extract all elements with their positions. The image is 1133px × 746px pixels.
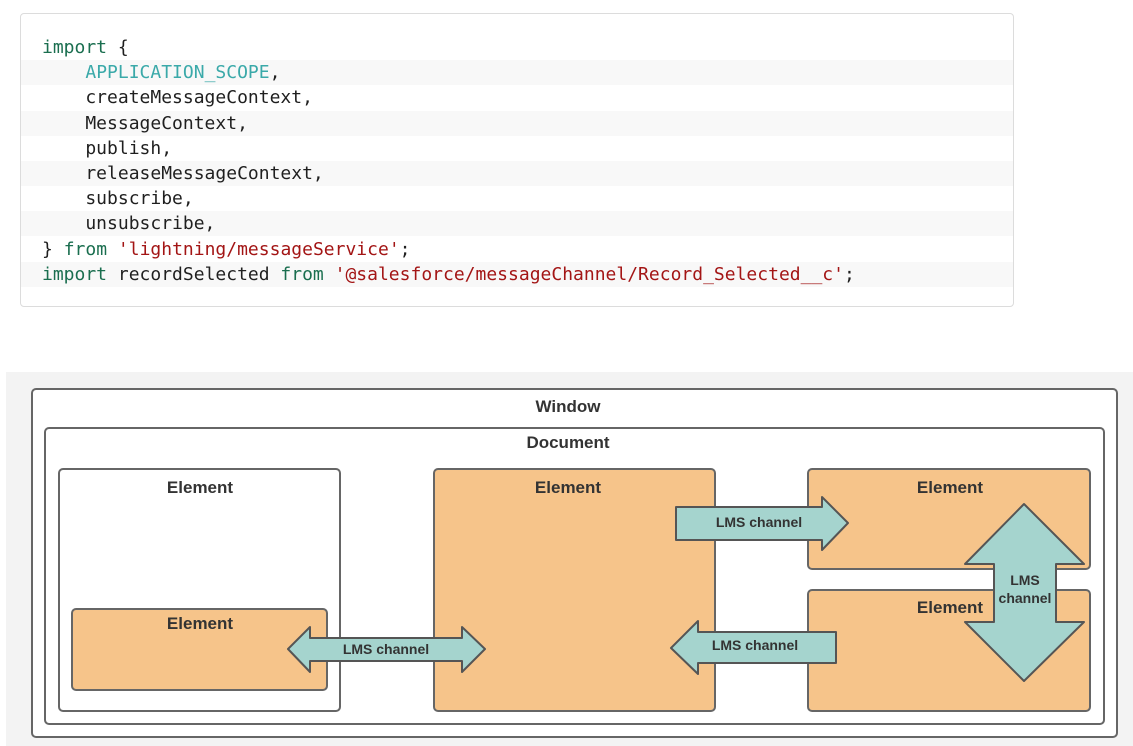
code-token: import bbox=[42, 37, 108, 58]
code-token: createMessageContext, bbox=[42, 87, 313, 109]
code-line: } from 'lightning/messageService'; bbox=[21, 237, 1013, 262]
code-line: import recordSelected from '@salesforce/… bbox=[21, 261, 1013, 287]
code-token: ; bbox=[399, 238, 411, 260]
channel-left-arrow bbox=[287, 626, 486, 673]
element-center-label: Element bbox=[535, 478, 601, 497]
code-line: APPLICATION_SCOPE, bbox=[21, 60, 1013, 86]
channel-top-label: LMS channel bbox=[716, 514, 802, 530]
document-label: Document bbox=[526, 433, 609, 452]
code-token: , bbox=[269, 62, 281, 84]
code-token: ; bbox=[843, 263, 855, 285]
element-center bbox=[433, 468, 716, 712]
code-line: subscribe, bbox=[21, 186, 1013, 211]
code-line: createMessageContext, bbox=[21, 85, 1013, 110]
code-line: publish, bbox=[21, 136, 1013, 161]
element-right-top-label: Element bbox=[917, 478, 983, 497]
code-token: 'lightning/messageService' bbox=[117, 238, 400, 260]
code-token: recordSelected bbox=[107, 263, 281, 285]
channel-vertical-arrow bbox=[964, 503, 1085, 682]
window-label: Window bbox=[536, 397, 602, 416]
code-token: subscribe, bbox=[42, 188, 194, 210]
code-line: import { bbox=[21, 35, 1013, 60]
element-left-outer-label: Element bbox=[167, 478, 233, 497]
channel-bottom-label: LMS channel bbox=[712, 637, 798, 653]
code-token: { bbox=[107, 37, 129, 58]
code-token: import bbox=[42, 263, 108, 285]
channel-vertical-label-line1: LMS bbox=[1010, 572, 1040, 588]
code-token: from bbox=[63, 238, 108, 260]
code-block: import { APPLICATION_SCOPE, createMessag… bbox=[20, 13, 1014, 307]
code-token: publish, bbox=[42, 137, 173, 159]
element-right-bottom-label: Element bbox=[917, 598, 983, 617]
code-token: APPLICATION_SCOPE bbox=[85, 62, 270, 84]
code-line: MessageContext, bbox=[21, 110, 1013, 136]
code-token: } bbox=[42, 238, 64, 260]
channel-bottom-arrow bbox=[670, 620, 837, 675]
code-token: MessageContext, bbox=[42, 112, 248, 134]
code-line: releaseMessageContext, bbox=[21, 161, 1013, 186]
code-token: unsubscribe, bbox=[42, 213, 216, 235]
channel-left-label: LMS channel bbox=[343, 641, 429, 657]
code-token: '@salesforce/messageChannel/Record_Selec… bbox=[334, 263, 844, 285]
channel-top-arrow bbox=[675, 496, 849, 551]
code-token: from bbox=[280, 263, 324, 285]
code-line: unsubscribe, bbox=[21, 211, 1013, 237]
element-left-inner-label: Element bbox=[167, 614, 233, 633]
code-token: releaseMessageContext, bbox=[42, 163, 324, 184]
channel-vertical-label-line2: channel bbox=[999, 590, 1052, 606]
